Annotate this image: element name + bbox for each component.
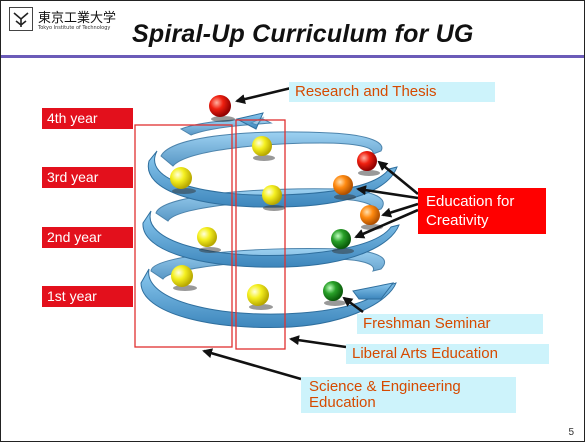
arrow-science-engineering (202, 348, 302, 381)
year-label-1: 1st year (42, 286, 133, 307)
page-number: 5 (568, 427, 574, 438)
research-ball (209, 95, 231, 117)
science-ball-2 (197, 227, 217, 247)
year-label-3: 3rd year (42, 167, 133, 188)
arrow-creativity-2 (356, 185, 419, 200)
pointer-arrows (202, 86, 419, 381)
liberal-arts-frame (235, 119, 286, 350)
liberal-arts-label: Liberal Arts Education (346, 344, 549, 364)
research-thesis-label: Research and Thesis (289, 82, 495, 102)
arrow-freshman (342, 296, 364, 314)
university-name: 東京工業大学 (38, 11, 117, 26)
university-name-english: Tokyo Institute of Technology (38, 25, 111, 31)
science-ball-3 (170, 167, 192, 189)
science-ball-1 (171, 265, 193, 287)
arrow-liberal-arts (289, 335, 347, 349)
year-label-4: 4th year (42, 108, 133, 129)
liberal-arts-ball-3 (252, 136, 272, 156)
creativity-ball-1 (331, 229, 351, 249)
arrow-creativity-4 (354, 208, 419, 239)
arrow-creativity-1 (377, 160, 419, 196)
creativity-ball-2b (360, 205, 380, 225)
liberal-arts-ball-2 (262, 185, 282, 205)
header: 東京工業大学 Tokyo Institute of Technology Spi… (1, 1, 584, 58)
creativity-ball-2a (333, 175, 353, 195)
liberal-arts-ball-1 (247, 284, 269, 306)
title-divider (1, 55, 584, 58)
education-creativity-label: Education for Creativity (418, 188, 546, 234)
freshman-seminar-ball (323, 281, 343, 301)
course-balls (170, 95, 383, 310)
freshman-seminar-label: Freshman Seminar (357, 314, 543, 334)
science-engineering-label: Science & Engineering Education (301, 377, 516, 413)
page-title: Spiral-Up Curriculum for UG (132, 20, 474, 48)
year-label-2: 2nd year (42, 227, 133, 248)
arrow-creativity-3 (381, 202, 419, 218)
creativity-ball-3 (357, 151, 377, 171)
university-logo-icon (9, 7, 33, 31)
arrow-research (235, 86, 292, 104)
science-engineering-frame (134, 124, 233, 348)
